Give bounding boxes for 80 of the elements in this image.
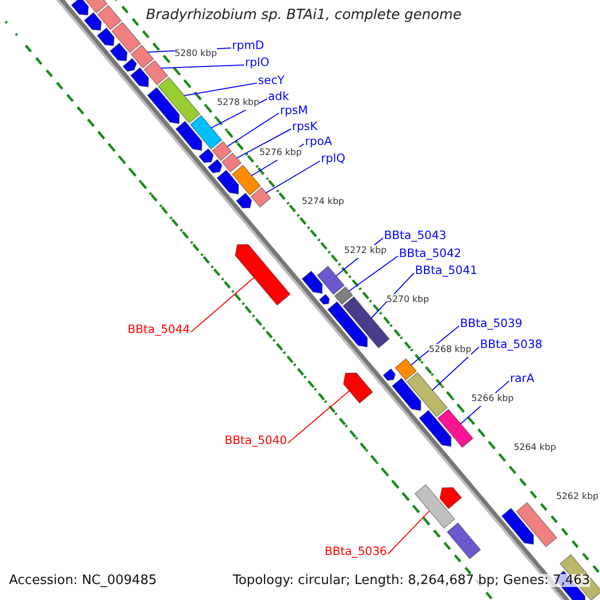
gene-label: BBta_5036: [324, 545, 387, 558]
gene-feature: [221, 152, 242, 173]
gene-feature: [232, 164, 262, 196]
leader-line: [370, 272, 414, 318]
gene-feature: [82, 0, 108, 14]
footer-text: Topology: circular; Length: 8,264,687 bp; Genes: 7,463: [232, 574, 590, 587]
leader-line: [266, 160, 320, 194]
leader-line: [184, 82, 258, 96]
gene-label: rarA: [510, 372, 534, 385]
gene-feature: [190, 114, 222, 150]
gene-feature: [382, 368, 396, 381]
gene-label: rpoA: [305, 135, 332, 148]
footer-text: Accession: NC_009485: [9, 574, 157, 587]
scale-label: 5276 kbp: [259, 146, 302, 160]
gene-feature: [334, 286, 354, 306]
gene-feature: [175, 120, 202, 151]
gene-feature: [437, 408, 474, 448]
gene-feature: [394, 358, 417, 381]
gene-feature: [70, 0, 89, 16]
title: Bradyrhizobium sp. BTAi1, complete genome: [146, 9, 462, 22]
gene-feature: [216, 170, 239, 195]
leader-line: [432, 346, 480, 391]
gene-feature: [207, 158, 223, 174]
gene-feature: [146, 86, 180, 124]
gene-label: rpmD: [232, 39, 264, 52]
leader-line: [410, 326, 460, 366]
scale-label: 5272 kbp: [344, 245, 387, 258]
gene-feature: [122, 58, 138, 72]
gene-feature: [96, 4, 122, 30]
gene-feature: [130, 44, 154, 69]
gene-feature: [250, 186, 272, 208]
gene-feature: [392, 378, 422, 412]
gene-feature: [109, 42, 128, 62]
gene-label: BBta_5038: [480, 338, 542, 351]
scale-label: 5274 kbp: [302, 196, 344, 209]
gene-label: BBta_5043: [384, 229, 446, 242]
leader-line: [288, 390, 350, 444]
gene-feature: [212, 140, 232, 162]
gene-label: BBta_5044: [128, 323, 190, 336]
scale-label: 5280 kbp: [174, 48, 217, 61]
gene-feature: [418, 410, 452, 447]
leader-line: [348, 256, 398, 292]
gene-feature: [501, 508, 534, 545]
gene-feature: [143, 60, 168, 86]
gene-feature: [406, 372, 448, 418]
leader-line: [160, 64, 244, 69]
gene-label: secY: [258, 74, 284, 87]
scale-label: 5266 kbp: [471, 392, 514, 406]
scale-label: 5268 kbp: [428, 344, 472, 357]
gene-feature: [234, 244, 291, 306]
gene-label: rpsM: [280, 104, 308, 117]
gene-feature: [316, 266, 345, 296]
gene-feature: [96, 27, 115, 46]
leader-line: [388, 510, 430, 554]
gene-feature: [198, 148, 214, 164]
gene-feature: [439, 486, 462, 510]
gene-label: adk: [268, 90, 290, 103]
leader-line: [190, 277, 254, 332]
gene-label: rplO: [245, 56, 270, 69]
gene-feature: [301, 270, 323, 294]
gene-feature: [446, 522, 482, 560]
scale-label: 5278 kbp: [216, 97, 260, 110]
gene-label: rpsK: [292, 120, 318, 133]
gene-feature: [84, 12, 102, 31]
gene-feature: [342, 372, 374, 404]
gene-label: BBta_5039: [460, 317, 522, 330]
gene-feature: [516, 502, 558, 548]
gene-feature: [158, 76, 201, 124]
gene-label: BBta_5042: [399, 247, 462, 260]
gene-feature: [130, 67, 150, 88]
gene-feature: [327, 301, 368, 348]
gene-feature: [236, 192, 252, 209]
gene-feature: [414, 484, 456, 529]
gene-feature: [111, 22, 142, 54]
leader-line: [236, 128, 292, 159]
leader-line: [226, 112, 280, 148]
gene-label: BBta_5041: [415, 264, 478, 277]
gene-label: BBta_5040: [224, 434, 287, 447]
gene-feature: [318, 294, 330, 305]
gene-label: rplQ: [321, 152, 346, 165]
